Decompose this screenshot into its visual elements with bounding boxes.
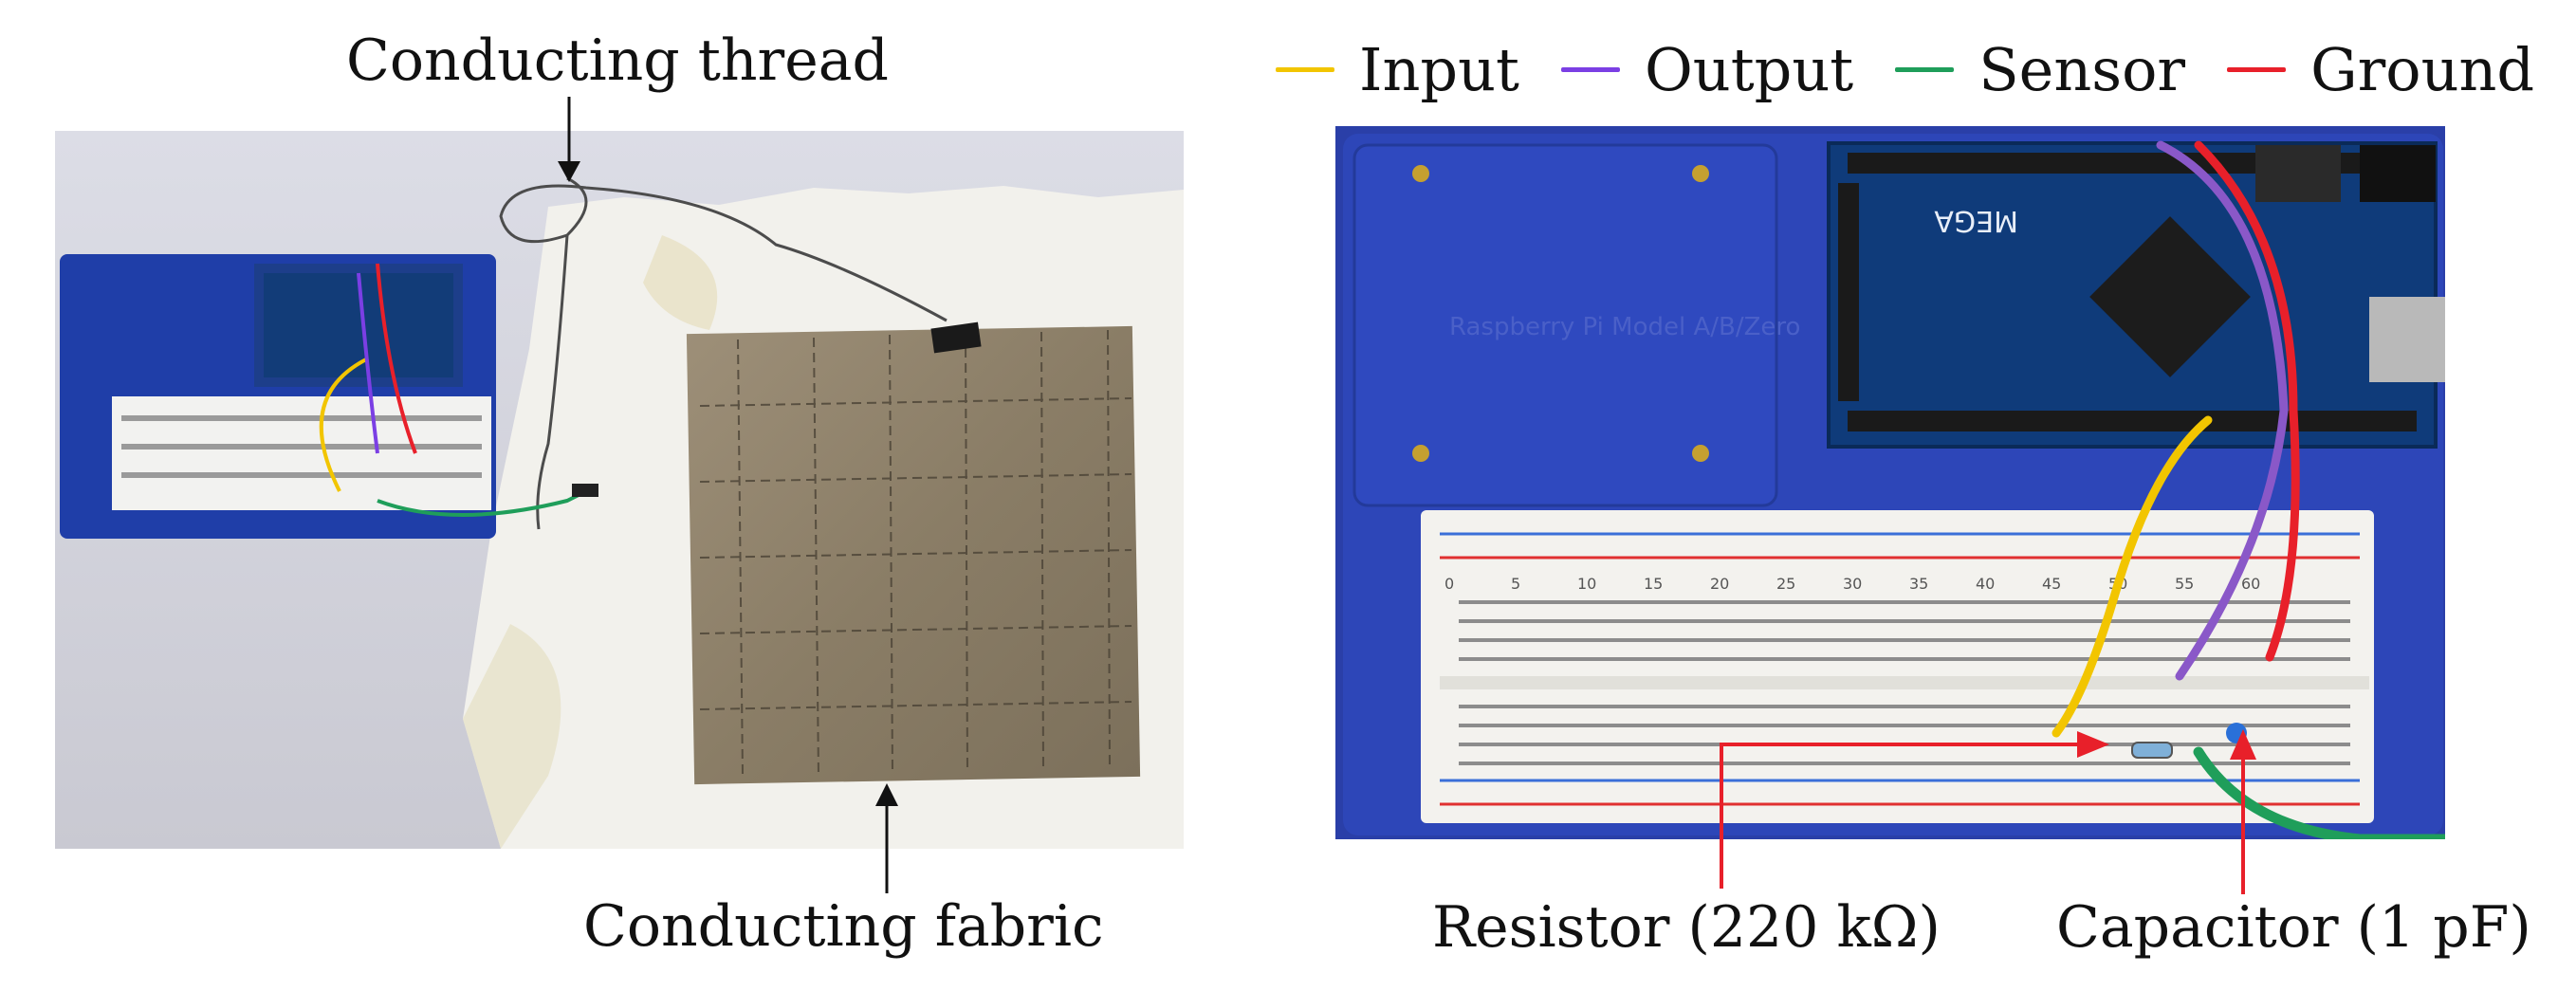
column-number: 35 <box>1909 575 1928 593</box>
column-number: 55 <box>2175 575 2194 593</box>
column-number: 20 <box>1710 575 1729 593</box>
column-number: 60 <box>2241 575 2260 593</box>
legend-label-sensor: Sensor <box>1978 34 2186 104</box>
column-number: 25 <box>1776 575 1795 593</box>
legend-item-input: Input <box>1276 35 1519 104</box>
legend-item-output: Output <box>1560 34 1854 104</box>
legend-label-ground: Ground <box>2310 34 2535 104</box>
column-number: 30 <box>1843 575 1862 593</box>
column-number: 0 <box>1444 575 1454 593</box>
column-number: 45 <box>2042 575 2061 593</box>
column-number: 5 <box>1511 575 1520 593</box>
legend-item-sensor: Sensor <box>1895 35 2185 104</box>
legend-swatch-output <box>1560 66 1620 72</box>
output-wire <box>2156 140 2289 681</box>
column-number: 10 <box>1577 575 1596 593</box>
legend-label-input: Input <box>1359 34 1519 104</box>
legend-item-ground: Ground <box>2227 35 2534 104</box>
conducting-fabric-arrow <box>875 783 898 893</box>
resistor <box>2131 742 2173 759</box>
legend-label-output: Output <box>1644 34 1854 104</box>
conducting-thread-arrow <box>558 97 580 182</box>
conducting-fabric-square <box>686 325 1141 785</box>
raspberry-pi-bracket <box>1352 143 1778 507</box>
conducting-fabric-label: Conducting fabric <box>583 893 1104 960</box>
capacitor-arrow <box>2230 729 2256 894</box>
column-number: 40 <box>1976 575 1995 593</box>
resistor-label: Resistor (220 kΩ) <box>1432 894 1941 961</box>
legend-swatch-input <box>1276 66 1334 72</box>
resistor-arrow <box>1720 731 2109 889</box>
ground-wire <box>2194 140 2300 662</box>
input-wire <box>2052 415 2213 738</box>
bracket-text: Raspberry Pi Model A/B/Zero <box>1449 313 1800 341</box>
column-number: 15 <box>1644 575 1663 593</box>
arduino-brand-text: MEGA <box>1934 204 2018 237</box>
legend-swatch-sensor <box>1895 66 1955 72</box>
sensor-wire <box>2193 746 2445 839</box>
capacitor-label: Capacitor (1 pF) <box>2056 894 2531 961</box>
legend-swatch-ground <box>2227 66 2287 72</box>
left-photo <box>55 131 1184 849</box>
conducting-thread-label: Conducting thread <box>346 28 889 94</box>
conducting-thread <box>499 176 948 530</box>
right-photo: Raspberry Pi Model A/B/Zero MEGA 0 <box>1335 126 2445 839</box>
right-photo-illustration: Raspberry Pi Model A/B/Zero MEGA 0 <box>1335 126 2445 839</box>
wire-legend: Input Output Sensor Ground <box>1276 34 2534 104</box>
left-photo-illustration <box>55 131 1184 849</box>
